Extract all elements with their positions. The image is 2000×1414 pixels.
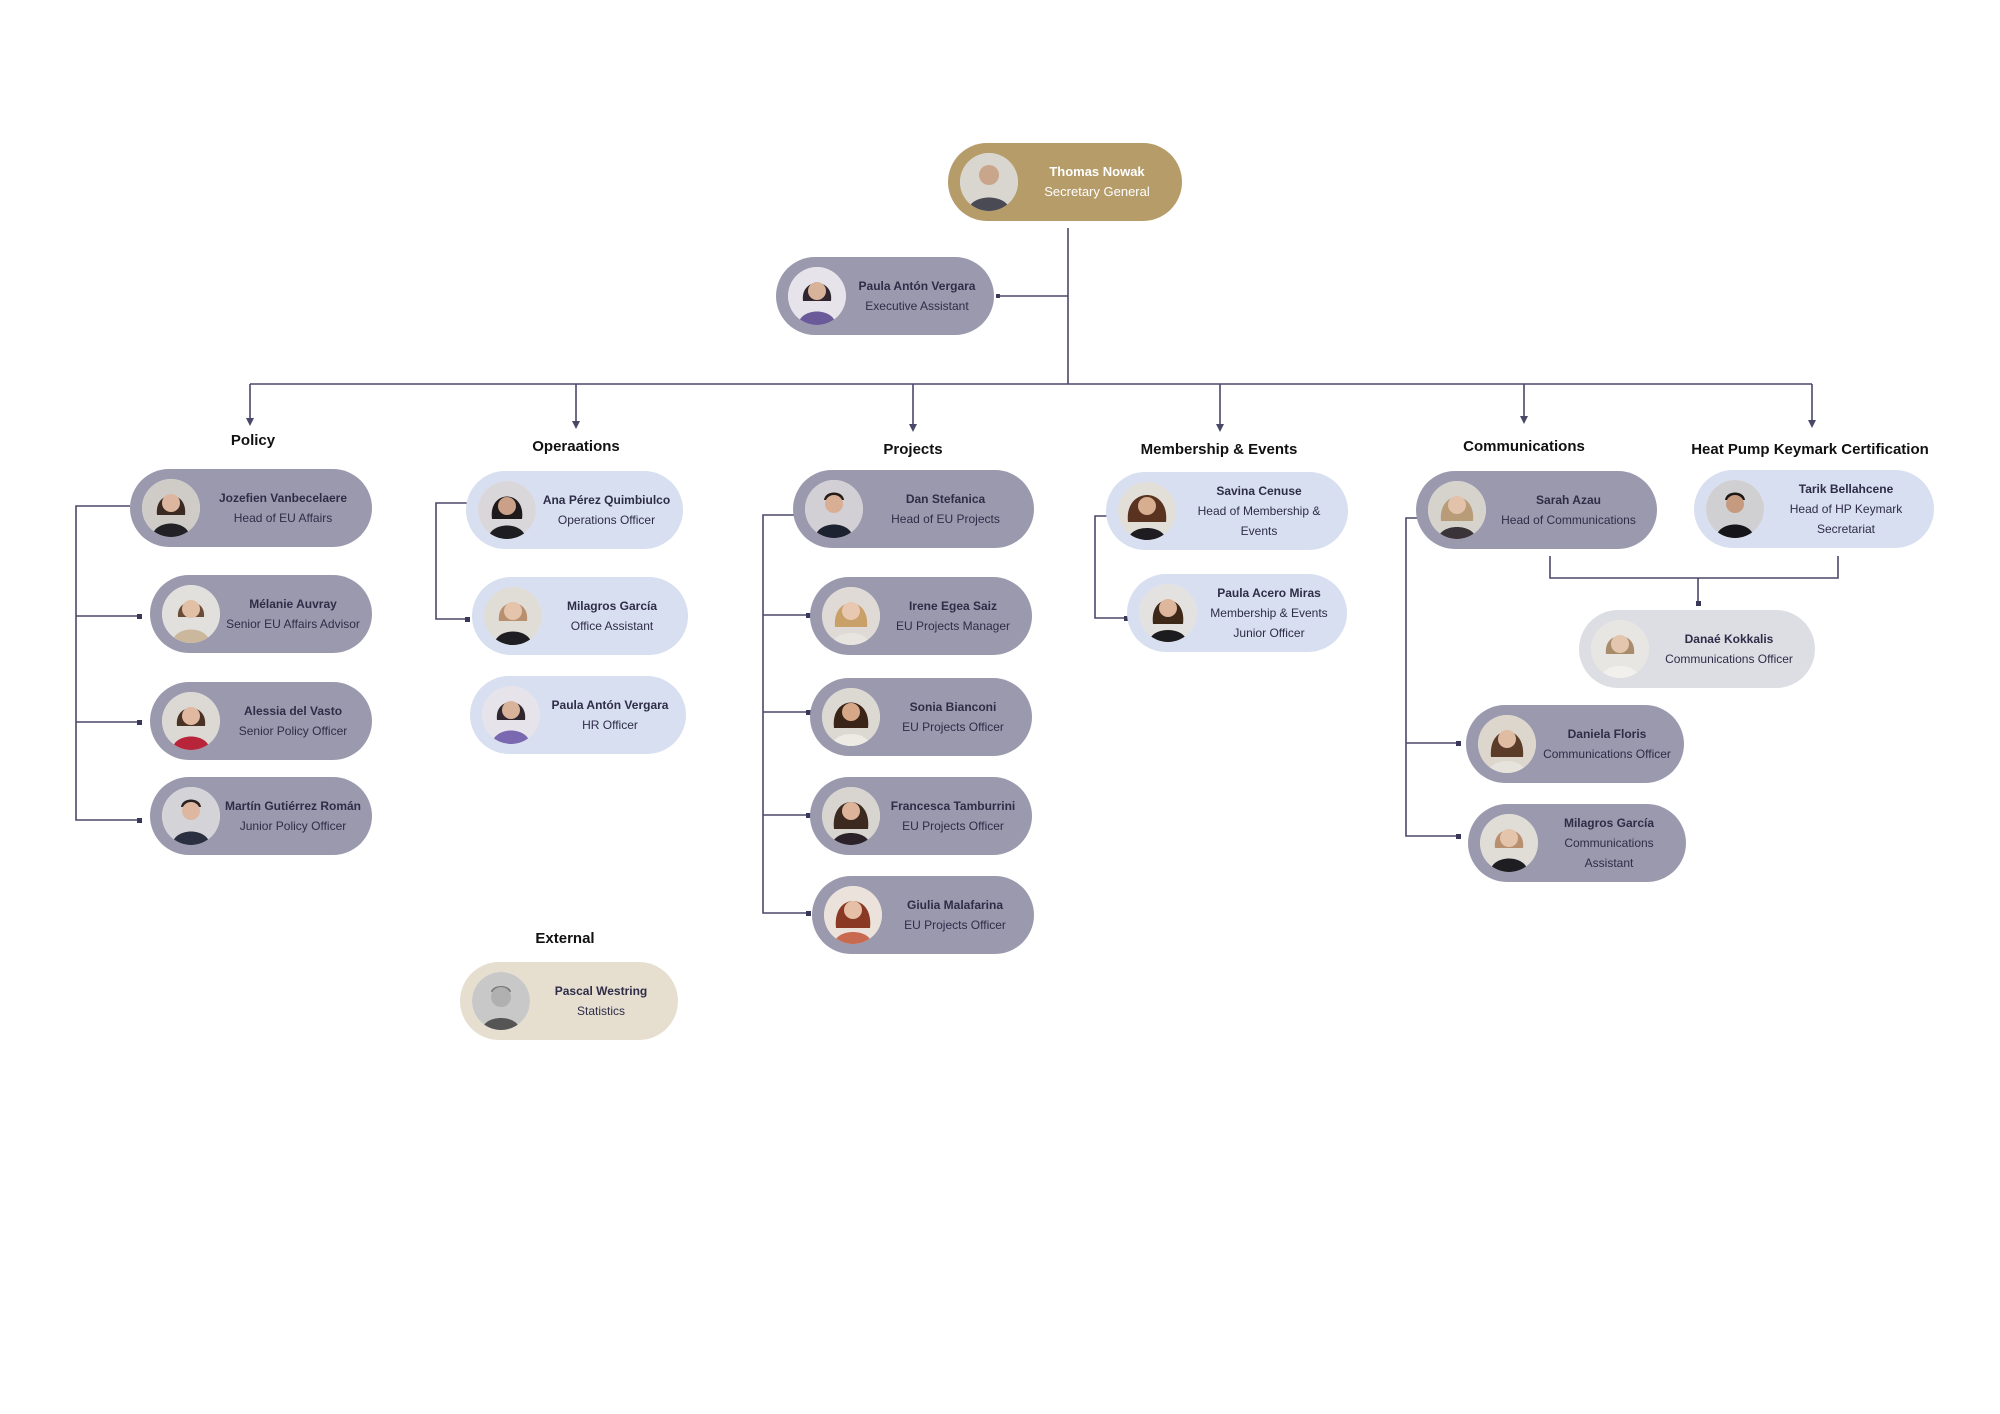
person-card-francesca-tamburrini[interactable]: Francesca Tamburrini EU Projects Officer: [810, 777, 1032, 855]
portrait-avatar: [1428, 481, 1486, 539]
portrait-avatar: [1139, 584, 1197, 642]
person-role: Head of EU Affairs: [233, 511, 333, 525]
person-role: Communications Officer: [1543, 747, 1671, 761]
person-name: Daniela Floris: [1567, 727, 1647, 741]
person-role: Communications Officer: [1665, 652, 1793, 666]
person-name: Paula Antón Vergara: [858, 279, 976, 293]
dept-external-heading: External: [535, 930, 595, 947]
person-role: EU Projects Officer: [904, 918, 1006, 932]
person-name: Pascal Westring: [554, 984, 648, 998]
dept-communications-heading: Communications: [1463, 438, 1585, 455]
portrait-avatar: [822, 787, 880, 845]
person-role: Executive Assistant: [865, 299, 969, 313]
person-role: Operations Officer: [557, 513, 656, 527]
person-role: Membership & Events Junior Officer: [1210, 606, 1328, 640]
person-role: Communications Assistant: [1564, 836, 1654, 870]
person-role: EU Projects Officer: [902, 819, 1004, 833]
person-role: EU Projects Manager: [895, 619, 1011, 633]
person-name: Dan Stefanica: [905, 492, 986, 506]
person-name: Danaé Kokkalis: [1684, 632, 1774, 646]
portrait-avatar: [484, 587, 542, 645]
portrait-avatar: [482, 686, 540, 744]
portrait-avatar: [162, 692, 220, 750]
person-card-paula-anton-vergara-hr[interactable]: Paula Antón Vergara HR Officer: [470, 676, 686, 754]
person-role: EU Projects Officer: [902, 720, 1004, 734]
person-role: Head of HP Keymark Secretariat: [1789, 502, 1903, 536]
person-name: Milagros García: [1563, 816, 1655, 830]
person-role: Office Assistant: [570, 619, 654, 633]
person-name: Tarik Bellahcene: [1798, 482, 1894, 496]
person-role: Senior Policy Officer: [238, 724, 348, 738]
person-name: Sarah Azau: [1536, 493, 1601, 507]
portrait-avatar: [1706, 480, 1764, 538]
portrait-avatar: [1591, 620, 1649, 678]
person-name: Milagros García: [566, 599, 658, 613]
person-name: Sonia Bianconi: [909, 700, 997, 714]
portrait-avatar: [822, 587, 880, 645]
person-card-irene-egea-saiz[interactable]: Irene Egea Saiz EU Projects Manager: [810, 577, 1032, 655]
person-name: Savina Cenuse: [1216, 484, 1302, 498]
person-name: Giulia Malafarina: [906, 898, 1004, 912]
portrait-avatar: [1118, 482, 1176, 540]
person-name: Jozefien Vanbecelaere: [218, 491, 348, 505]
dept-membership-heading: Membership & Events: [1140, 441, 1298, 458]
portrait-avatar: [162, 585, 220, 643]
portrait-avatar: [1478, 715, 1536, 773]
person-name: Ana Pérez Quimbiulco: [542, 493, 671, 507]
person-role: Junior Policy Officer: [239, 819, 347, 833]
portrait-avatar: [1480, 814, 1538, 872]
person-name: Thomas Nowak: [1049, 164, 1145, 179]
person-role: Statistics: [576, 1004, 625, 1018]
portrait-avatar: [478, 481, 536, 539]
portrait-avatar: [142, 479, 200, 537]
person-name: Martín Gutiérrez Román: [224, 799, 362, 813]
person-role: Senior EU Affairs Advisor: [226, 617, 360, 631]
portrait-avatar: [788, 267, 846, 325]
portrait-avatar: [822, 688, 880, 746]
person-name: Paula Acero Miras: [1217, 586, 1321, 600]
portrait-avatar: [960, 153, 1018, 211]
person-card-giulia-malafarina[interactable]: Giulia Malafarina EU Projects Officer: [812, 876, 1034, 954]
dept-projects-heading: Projects: [883, 441, 943, 458]
portrait-avatar: [162, 787, 220, 845]
person-card-sonia-bianconi[interactable]: Sonia Bianconi EU Projects Officer: [810, 678, 1032, 756]
dept-operations-heading: Operaations: [532, 438, 620, 455]
person-role: Head of EU Projects: [891, 512, 1000, 526]
portrait-avatar: [472, 972, 530, 1030]
person-role: Head of Membership & Events: [1197, 504, 1321, 538]
portrait-avatar: [805, 480, 863, 538]
person-name: Irene Egea Saiz: [908, 599, 998, 613]
person-name: Alessia del Vasto: [243, 704, 343, 718]
person-name: Paula Antón Vergara: [551, 698, 669, 712]
person-name: Mélanie Auvray: [249, 597, 337, 611]
dept-keymark-heading: Heat Pump Keymark Certification: [1691, 441, 1929, 458]
person-name: Francesca Tamburrini: [890, 799, 1016, 813]
dept-policy-heading: Policy: [230, 432, 276, 449]
portrait-avatar: [824, 886, 882, 944]
person-role: HR Officer: [582, 718, 638, 732]
person-role: Secretary General: [1044, 184, 1150, 199]
person-role: Head of Communications: [1501, 513, 1636, 527]
